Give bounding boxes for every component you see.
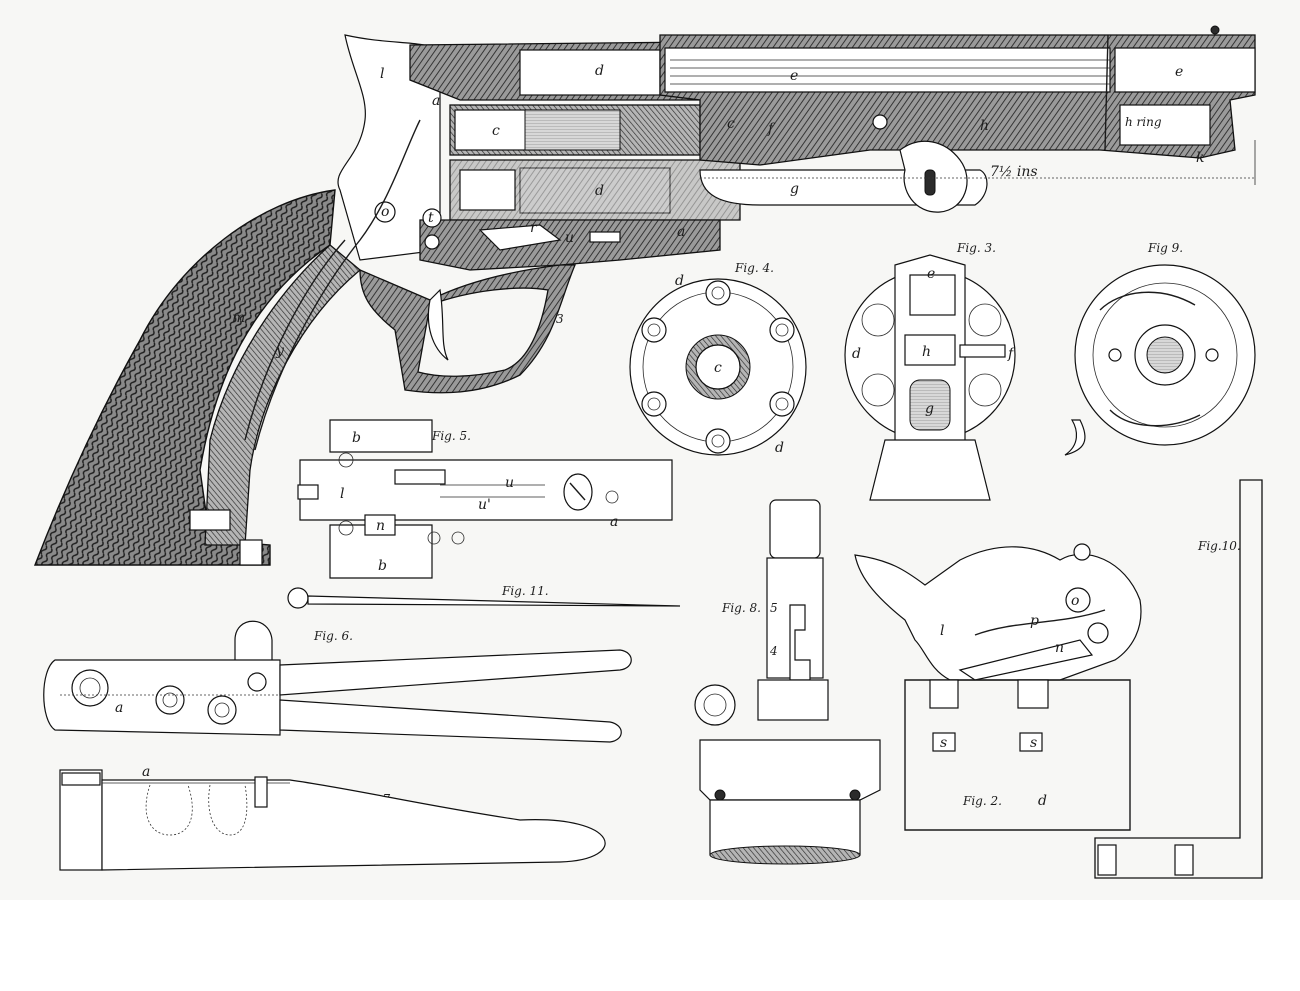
fig2-label-s1: s [940, 735, 947, 751]
main-label-e-left: e [790, 68, 798, 84]
fig10-title: Fig.10. [1197, 539, 1241, 553]
fig6-title: Fig. 6. [313, 629, 353, 643]
fig2-label-d: d [1038, 793, 1047, 809]
fig10-frame: Fig.10. [1095, 480, 1262, 878]
fig3-label-h: h [922, 344, 931, 360]
fig6-label-a: a [115, 700, 123, 716]
fig4-label-d-bottom: d [775, 440, 784, 456]
main-label-l: l [380, 66, 384, 82]
fig5-label-a: a [610, 514, 618, 530]
cylinder-top-chamber [520, 50, 660, 95]
main-label-k: k [1196, 150, 1204, 166]
fig2-label-o: o [1071, 593, 1079, 609]
fig5-hammer-plan: Fig. 5. b l u u' n a b [298, 420, 672, 578]
fig11-title: Fig. 11. [501, 584, 549, 598]
main-label-d-top: d [595, 63, 604, 79]
fig2-title: Fig. 2. [962, 794, 1002, 808]
fig4-title: Fig. 4. [734, 261, 774, 275]
fig7-label-a: a [142, 764, 150, 780]
fig5-label-n: n [376, 518, 385, 534]
fig2-label-n: n [1055, 640, 1064, 656]
fig4-label-c: c [714, 360, 722, 376]
main-label-c-right: c [727, 116, 735, 132]
fig2-label-p: p [1030, 613, 1039, 629]
fig8-label-five: 5 [770, 601, 778, 615]
fig4-label-d-top: d [675, 273, 684, 289]
main-label-t: t [428, 210, 434, 226]
main-label-y: y [275, 343, 285, 359]
fig5-label-b-top: b [352, 430, 361, 446]
fig3-label-e: e [927, 266, 935, 282]
fig2-label-l: l [940, 623, 944, 639]
fig8-loading-tool: Fig. 8. 5 4 [695, 500, 880, 864]
main-label-three: 3 [556, 312, 564, 326]
fig11-rod: Fig. 11. [288, 584, 680, 608]
fig3-title: Fig. 3. [956, 241, 996, 255]
fig3-label-g: g [925, 401, 934, 417]
fig8-title: Fig. 8. [721, 601, 761, 615]
main-label-o: o [381, 204, 389, 220]
fig6-bullet-mould: Fig. 6. a [44, 621, 632, 742]
fig5-title: Fig. 5. [431, 429, 471, 443]
fig3-recoil-shield: Fig. 3. e d h f g [845, 241, 1016, 500]
bottom-bar [0, 900, 1300, 991]
main-label-a-frame: a [677, 224, 685, 240]
fig2-lock-parts: Fig. 2. l o p n s s d [855, 544, 1141, 830]
main-label-u: u [565, 230, 574, 246]
fig5-label-u: u [505, 475, 514, 491]
main-label-h: h [980, 118, 989, 134]
main-label-d-bottom: d [595, 183, 604, 199]
fig7-mould-side: Fig. 7. a [60, 764, 605, 870]
fig9-ratchet: Fig 9. [1065, 241, 1255, 455]
main-label-h-ring: h ring [1125, 115, 1162, 129]
main-label-m: m [232, 310, 245, 326]
fig9-title: Fig 9. [1147, 241, 1183, 255]
measurement-label: 7½ ins [990, 164, 1038, 180]
main-label-g: g [790, 181, 799, 197]
fig5-label-u-prime: u' [478, 497, 491, 513]
fig2-label-s2: s [1030, 735, 1037, 751]
fig8-label-four: 4 [769, 644, 778, 658]
fig3-label-d: d [852, 346, 861, 362]
revolver-engraving: 7½ ins l a d e e c c f h h ring k d g o … [0, 0, 1300, 900]
fig5-label-b-bottom: b [378, 558, 387, 574]
engraving-plate: 7½ ins l a d e e c c f h h ring k d g o … [0, 0, 1300, 900]
main-label-e-right: e [1175, 64, 1183, 80]
revolver-grip [35, 190, 335, 565]
fig5-label-l: l [340, 486, 344, 502]
main-label-a-hammer: a [432, 93, 440, 109]
main-label-c-left: c [492, 123, 500, 139]
fig4-cylinder-end: Fig. 4. d c d [630, 261, 806, 456]
